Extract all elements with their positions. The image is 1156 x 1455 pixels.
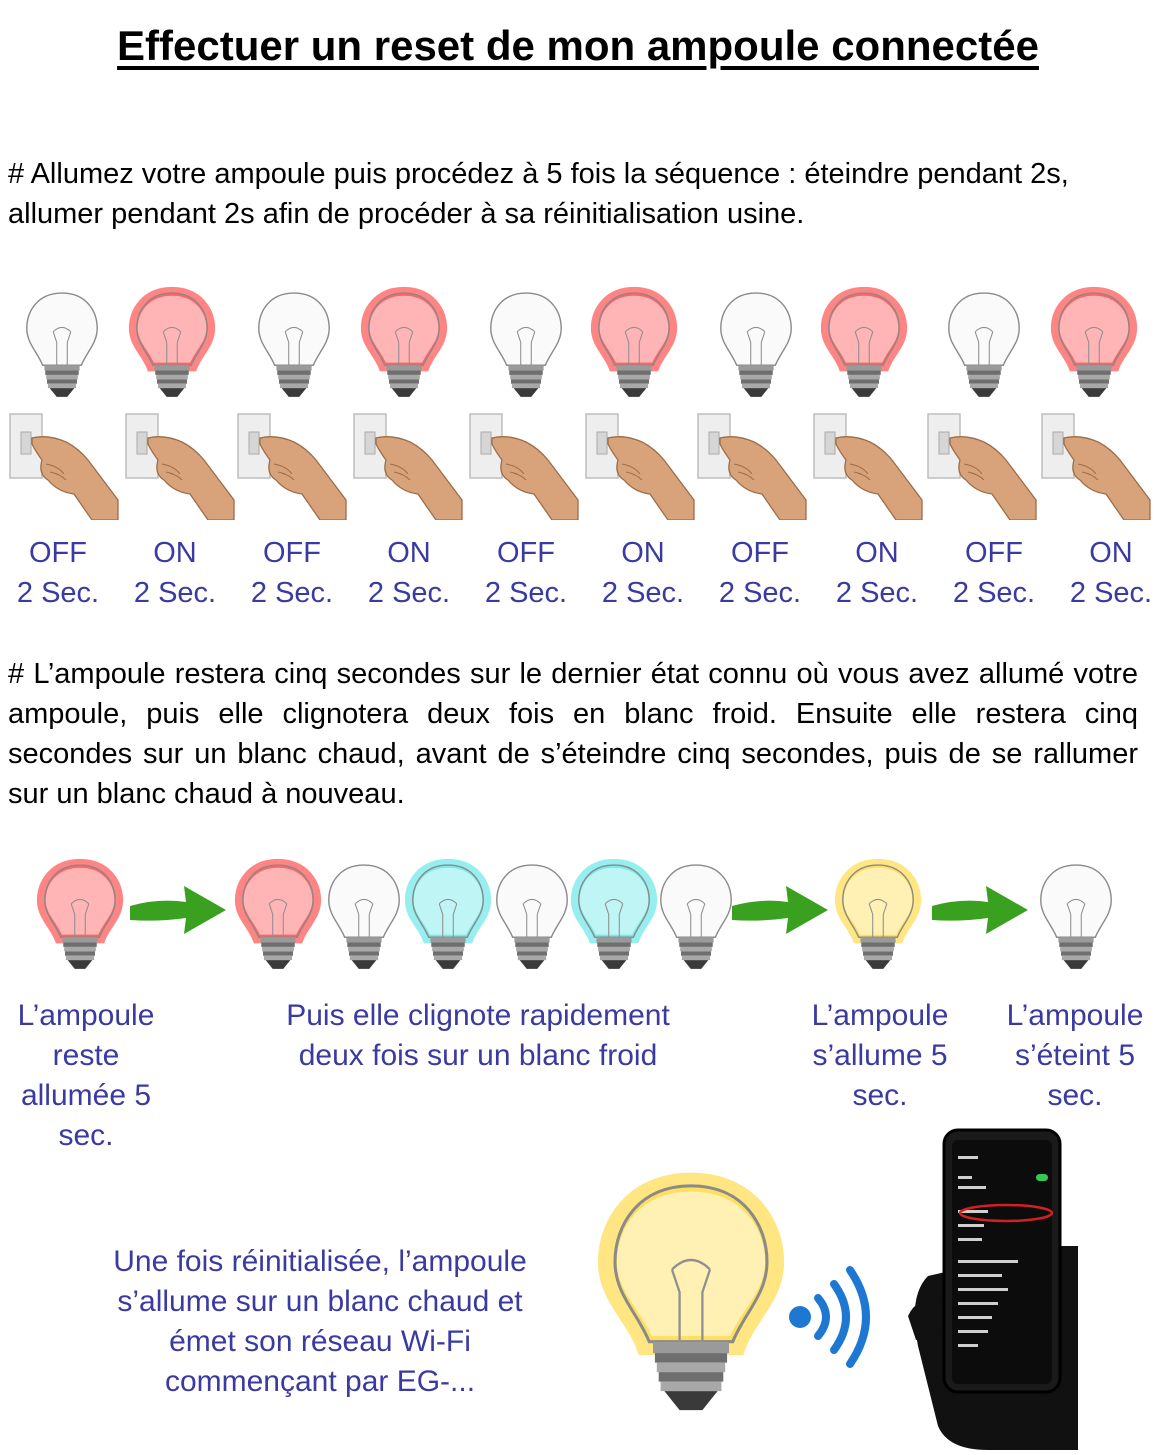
red-lit-bulb-icon	[128, 282, 216, 408]
green-arrow-icon	[930, 880, 1030, 940]
hand-switch-icon	[812, 408, 924, 520]
hand-switch-icon	[926, 408, 1038, 520]
sequence-state: OFF	[965, 537, 1023, 569]
green-arrow-icon	[128, 880, 228, 940]
red-lit-bulb-icon	[590, 282, 678, 408]
phase-off-label: L’ampoule s’éteint 5 sec.	[1006, 999, 1144, 1112]
hand-switch-icon	[584, 408, 696, 520]
sequence-step-label: ON 2 Sec.	[351, 533, 467, 613]
sequence-state: ON	[621, 537, 665, 569]
sequence-duration: 2 Sec.	[952, 577, 1036, 609]
warm-bulb-icon	[596, 1172, 786, 1424]
off-bulb-icon	[18, 282, 106, 408]
sequence-state: OFF	[263, 537, 321, 569]
red-lit-bulb-icon	[1050, 282, 1138, 408]
sequence-state: OFF	[29, 537, 87, 569]
off-bulb-icon	[940, 282, 1028, 408]
off-bulb-icon	[482, 282, 570, 408]
sequence-step-label: OFF 2 Sec.	[234, 533, 350, 613]
hand-switch-icon	[236, 408, 348, 520]
sequence-duration: 2 Sec.	[484, 577, 568, 609]
sequence-state: OFF	[497, 537, 555, 569]
smartphone-wifi-list-icon	[908, 1126, 1078, 1455]
red-lit-bulb-icon	[360, 282, 448, 408]
hand-switch-icon	[696, 408, 808, 520]
sequence-duration: 2 Sec.	[601, 577, 685, 609]
sequence-duration: 2 Sec.	[133, 577, 217, 609]
final-instruction: Une fois réinitialisée, l’ampoule s’allu…	[113, 1245, 527, 1398]
phase-blinks-label: Puis elle clignote rapidement deux fois …	[286, 999, 670, 1072]
sequence-step-label: OFF 2 Sec.	[468, 533, 584, 613]
hand-switch-icon	[8, 408, 120, 520]
sequence-state: ON	[855, 537, 899, 569]
wifi-signal-icon	[782, 1262, 882, 1377]
cool-white-bulb-icon	[570, 854, 658, 980]
red-lit-bulb-icon	[234, 854, 322, 980]
hand-switch-icon	[1040, 408, 1152, 520]
sequence-duration: 2 Sec.	[250, 577, 334, 609]
sequence-duration: 2 Sec.	[718, 577, 802, 609]
off-bulb-icon	[652, 854, 740, 980]
page-title: Effectuer un reset de mon ampoule connec…	[117, 22, 1039, 69]
phase-warm-on-label: L’ampoule s’allume 5 sec.	[811, 999, 949, 1112]
off-bulb-icon	[250, 282, 338, 408]
green-arrow-icon	[730, 880, 830, 940]
cool-white-bulb-icon	[404, 854, 492, 980]
sequence-step-label: ON 2 Sec.	[1053, 533, 1156, 613]
off-bulb-icon	[488, 854, 576, 980]
step-2-instruction: # L’ampoule restera cinq secondes sur le…	[8, 658, 1138, 810]
sequence-state: OFF	[731, 537, 789, 569]
sequence-step-label: OFF 2 Sec.	[936, 533, 1052, 613]
warm-bulb-icon	[834, 854, 922, 980]
sequence-step-label: ON 2 Sec.	[819, 533, 935, 613]
off-bulb-icon	[712, 282, 800, 408]
red-lit-bulb-icon	[36, 854, 124, 980]
sequence-state: ON	[1089, 537, 1133, 569]
sequence-step-label: ON 2 Sec.	[117, 533, 233, 613]
red-lit-bulb-icon	[820, 282, 908, 408]
sequence-duration: 2 Sec.	[1069, 577, 1153, 609]
sequence-step-label: ON 2 Sec.	[585, 533, 701, 613]
off-bulb-icon	[320, 854, 408, 980]
sequence-duration: 2 Sec.	[16, 577, 100, 609]
sequence-step-label: OFF 2 Sec.	[0, 533, 116, 613]
hand-switch-icon	[124, 408, 236, 520]
phase-stays-on-label: L’ampoule reste allumée 5 sec.	[17, 999, 155, 1152]
step-1-instruction: # Allumez votre ampoule puis procédez à …	[8, 158, 1069, 230]
sequence-duration: 2 Sec.	[367, 577, 451, 609]
sequence-duration: 2 Sec.	[835, 577, 919, 609]
off-bulb-icon	[1032, 854, 1120, 980]
hand-switch-icon	[352, 408, 464, 520]
hand-switch-icon	[468, 408, 580, 520]
sequence-state: ON	[153, 537, 197, 569]
sequence-step-label: OFF 2 Sec.	[702, 533, 818, 613]
sequence-state: ON	[387, 537, 431, 569]
